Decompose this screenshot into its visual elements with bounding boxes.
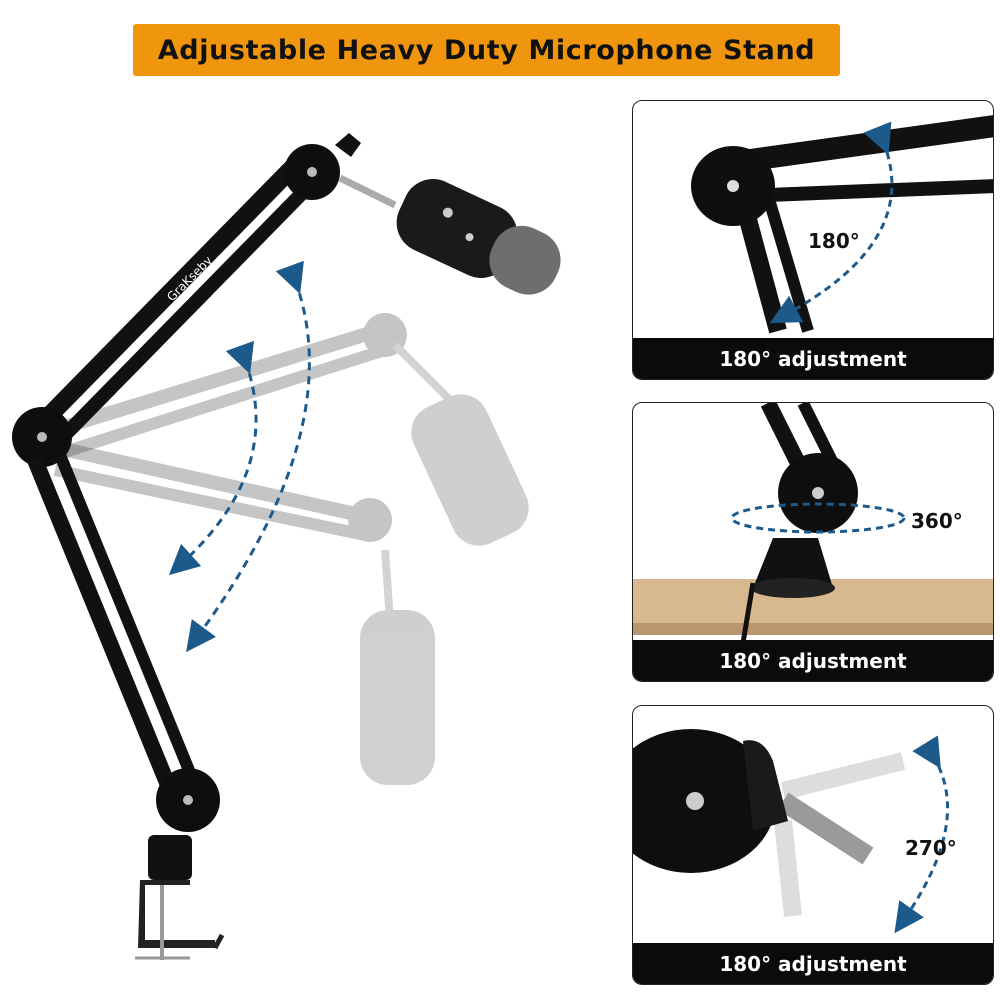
angle-label: 270°	[905, 836, 957, 860]
rotation-arrow-outer	[186, 260, 311, 653]
angle-label: 180°	[808, 229, 860, 253]
panel-caption: 180° adjustment	[633, 943, 993, 984]
microphone	[396, 179, 561, 295]
lower-arm	[27, 452, 220, 832]
main-stand-illustration: GraKseby	[12, 133, 561, 960]
desk-clamp	[135, 835, 225, 960]
detail-panel-mic-mount: 270° 180° adjustment	[632, 705, 994, 985]
banner-title: Adjustable Heavy Duty Microphone Stand	[157, 34, 816, 66]
detail-panel-base-joint: 360° 180° adjustment	[632, 402, 994, 682]
title-banner: Adjustable Heavy Duty Microphone Stand	[133, 24, 840, 76]
angle-label: 360°	[911, 509, 963, 533]
base-joint-image	[633, 403, 993, 644]
panel-caption: 180° adjustment	[633, 338, 993, 379]
top-joint-image	[691, 115, 993, 334]
mic-mount-image	[633, 729, 950, 934]
detail-panel-top-joint: 180° 180° adjustment	[632, 100, 994, 380]
rotation-arrow-inner	[168, 340, 258, 576]
upper-arm	[33, 133, 397, 443]
panel-caption: 180° adjustment	[633, 640, 993, 681]
